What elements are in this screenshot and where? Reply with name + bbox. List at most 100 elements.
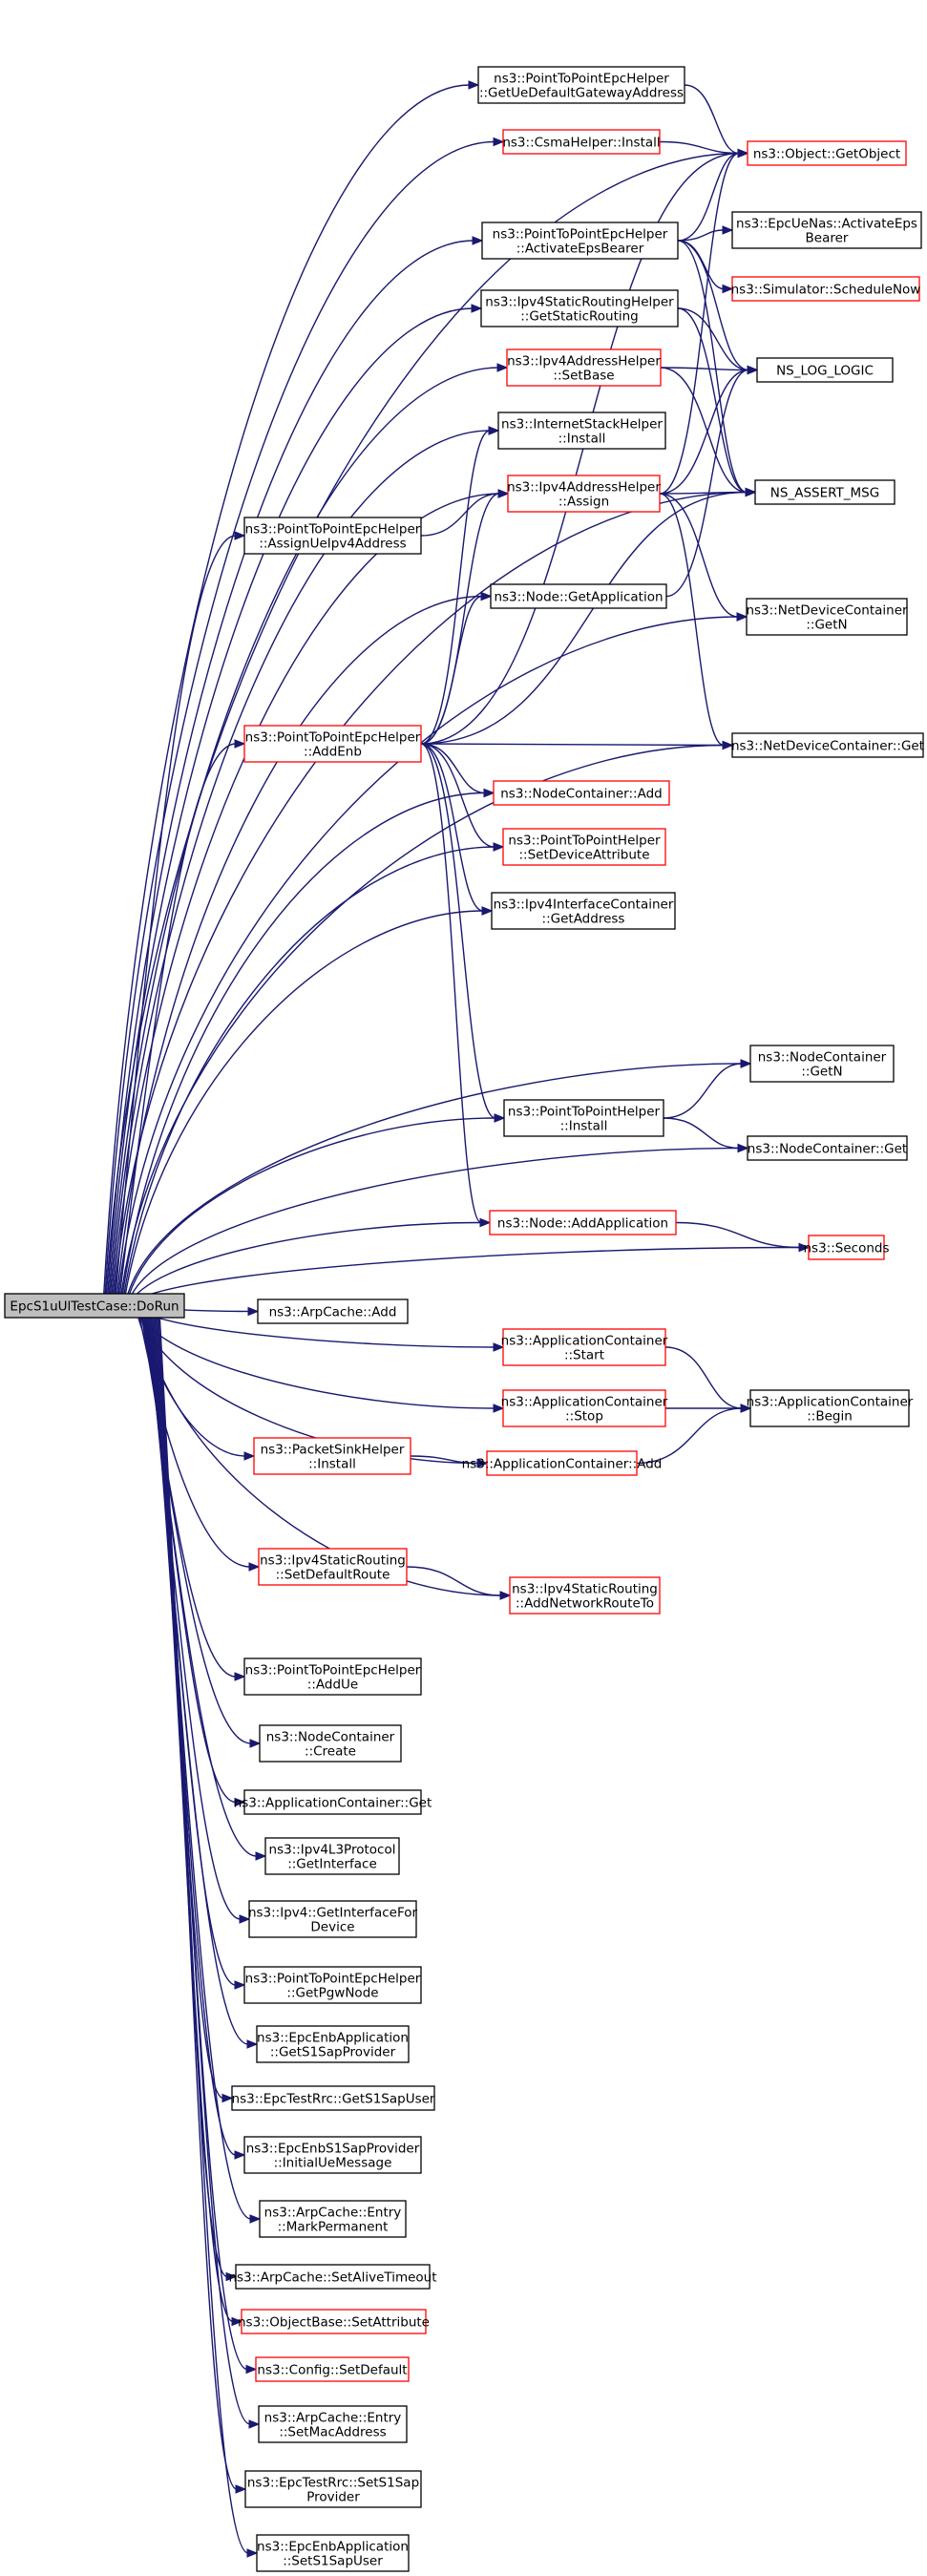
call-edge-ac_add-to-ac_begin <box>636 1404 752 1465</box>
node-p2p_assignue[interactable]: ns3::PointToPointEpcHelper::AssignUeIpv4… <box>243 517 422 555</box>
node-arp_setalive[interactable]: ns3::ArpCache::SetAliveTimeout <box>228 2264 437 2290</box>
node-enbapp_sets1sapuser[interactable]: ns3::EpcEnbApplication::SetS1SapUser <box>256 2534 410 2572</box>
node-box <box>259 2200 407 2238</box>
node-rrc_gets1sapuser[interactable]: ns3::EpcTestRrc::GetS1SapUser <box>231 2085 435 2111</box>
node-enbs1_initue[interactable]: ns3::EpcEnbS1SapProvider::InitialUeMessa… <box>243 2136 422 2174</box>
node-ac_add[interactable]: ns3::ApplicationContainer::Add <box>462 1450 663 1476</box>
node-label-line: ns3::PointToPointEpcHelper <box>245 1663 421 1679</box>
arrowhead <box>722 225 734 235</box>
node-box <box>731 732 924 758</box>
node-label-line: ns3::Config::SetDefault <box>257 2363 407 2378</box>
node-psh_install[interactable]: ns3::PacketSinkHelper::Install <box>253 1437 411 1475</box>
node-ipv4addr_assign[interactable]: ns3::Ipv4AddressHelper::Assign <box>507 475 661 513</box>
node-label-line: Bearer <box>806 231 849 246</box>
arrowhead <box>736 612 748 622</box>
node-label-line: NS_LOG_LOGIC <box>776 364 874 379</box>
node-box <box>502 129 661 155</box>
node-box <box>509 1576 661 1615</box>
node-ndc_getn[interactable]: ns3::NetDeviceContainer::GetN <box>746 598 908 636</box>
call-edge-ipv4srh_getstatic-to-ns_assert_msg <box>677 307 757 497</box>
node-sim_schedulenow[interactable]: ns3::Simulator::ScheduleNow <box>731 276 921 302</box>
node-label-line: ns3::InternetStackHelper <box>501 417 663 433</box>
node-label-line: ns3::Object::GetObject <box>753 147 900 162</box>
node-config_setdefault[interactable]: ns3::Config::SetDefault <box>255 2356 410 2382</box>
node-p2p_addue[interactable]: ns3::PointToPointEpcHelper::AddUe <box>243 1658 422 1696</box>
arrowhead <box>248 1562 261 1572</box>
node-seconds[interactable]: ns3::Seconds <box>804 1235 890 1260</box>
node-box <box>503 1099 664 1137</box>
node-box <box>264 1837 400 1875</box>
node-nc_get[interactable]: ns3::NodeContainer::Get <box>747 1135 908 1161</box>
call-edge-root-to-rrc_sets1sap <box>157 1305 247 2494</box>
node-p2p_addenb[interactable]: ns3::PointToPointEpcHelper::AddEnb <box>243 725 422 763</box>
call-edge-p2p_addenb-to-ipv4addr_assign <box>420 489 510 745</box>
node-obj_getobject[interactable]: ns3::Object::GetObject <box>747 140 907 166</box>
node-label-line: ::GetS1SapProvider <box>270 2045 396 2060</box>
node-box <box>235 2264 431 2290</box>
call-edge-root-to-ndc_getn <box>116 612 748 1306</box>
call-edges <box>102 80 811 2558</box>
call-edge-p2ph_install-to-nc_getn <box>663 1059 752 1119</box>
node-label-line: ns3::ArpCache::Add <box>269 1305 397 1320</box>
node-label-line: ns3::PointToPointEpcHelper <box>493 227 668 243</box>
node-box <box>256 2534 410 2572</box>
node-root: EpcS1uUlTestCase::DoRun <box>4 1293 185 1319</box>
node-node_getapp[interactable]: ns3::Node::GetApplication <box>490 583 667 609</box>
node-ndc_get[interactable]: ns3::NetDeviceContainer::Get <box>731 732 924 758</box>
node-arpentry_markperm[interactable]: ns3::ArpCache::Entry::MarkPermanent <box>259 2200 407 2238</box>
node-p2p_getdefgw[interactable]: ns3::PointToPointEpcHelper::GetUeDefault… <box>477 66 685 104</box>
node-enbapp_gets1sap[interactable]: ns3::EpcEnbApplication::GetS1SapProvider <box>256 2025 410 2063</box>
node-ipv4ic_getaddr[interactable]: ns3::Ipv4InterfaceContainer::GetAddress <box>491 892 676 930</box>
arrowhead <box>249 2214 262 2224</box>
node-nc_add[interactable]: ns3::NodeContainer::Add <box>493 780 670 806</box>
node-ipv4sr_setdefroute[interactable]: ns3::Ipv4StaticRouting::SetDefaultRoute <box>258 1548 408 1586</box>
node-ipv4l3_getif[interactable]: ns3::Ipv4L3Protocol::GetInterface <box>264 1837 400 1875</box>
node-nc_create[interactable]: ns3::NodeContainer::Create <box>259 1724 402 1763</box>
node-ipv4srh_getstatic[interactable]: ns3::Ipv4StaticRoutingHelper::GetStaticR… <box>480 289 679 327</box>
call-edge-root-to-p2p_activate <box>106 236 484 1306</box>
node-p2ph_setdevattr[interactable]: ns3::PointToPointHelper::SetDeviceAttrib… <box>502 828 666 866</box>
arrowhead <box>246 2039 259 2049</box>
node-ac_start[interactable]: ns3::ApplicationContainer::Start <box>501 1328 668 1366</box>
arrowhead <box>248 2419 261 2429</box>
arrowhead <box>234 2150 246 2160</box>
node-arpentry_setmac[interactable]: ns3::ArpCache::Entry::SetMacAddress <box>258 2405 408 2443</box>
node-label-line: ::SetDeviceAttribute <box>518 848 649 863</box>
node-label-line: EpcS1uUlTestCase::DoRun <box>10 1299 179 1315</box>
node-ac_stop[interactable]: ns3::ApplicationContainer::Stop <box>501 1389 668 1427</box>
node-box <box>502 1389 666 1427</box>
node-label-line: ns3::NetDeviceContainer <box>746 603 908 619</box>
node-uenas_activate[interactable]: ns3::EpcUeNas::ActivateEpsBearer <box>731 211 922 249</box>
node-arpcache_add[interactable]: ns3::ArpCache::Add <box>257 1299 409 1324</box>
call-edge-root-to-p2ph_install <box>125 1113 506 1306</box>
node-ipv4addr_setbase[interactable]: ns3::Ipv4AddressHelper::SetBase <box>506 348 662 387</box>
node-csma_install[interactable]: ns3::CsmaHelper::Install <box>502 129 661 155</box>
call-nodes: EpcS1uUlTestCase::DoRunns3::PointToPoint… <box>4 66 924 2572</box>
node-box <box>754 479 895 505</box>
call-edge-p2p_activate-to-sim_schedulenow <box>677 240 734 294</box>
node-label-line: ns3::EpcEnbS1SapProvider <box>246 2142 420 2157</box>
node-label-line: ::Assign <box>558 495 609 510</box>
node-ac_get[interactable]: ns3::ApplicationContainer::Get <box>234 1789 432 1815</box>
node-p2p_activate[interactable]: ns3::PointToPointEpcHelper::ActivateEpsB… <box>481 222 679 260</box>
node-label-line: ns3::Ipv4StaticRouting <box>260 1553 406 1569</box>
node-ipv4sr_addnetroute[interactable]: ns3::Ipv4StaticRouting::AddNetworkRouteT… <box>509 1576 661 1615</box>
node-p2ph_install[interactable]: ns3::PointToPointHelper::Install <box>503 1099 664 1137</box>
node-label-line: ::ActivateEpsBearer <box>516 242 644 257</box>
node-ns_log_logic[interactable]: NS_LOG_LOGIC <box>756 357 894 383</box>
node-label-line: ns3::PointToPointEpcHelper <box>245 522 421 538</box>
node-objbase_setattr[interactable]: ns3::ObjectBase::SetAttribute <box>238 2309 430 2334</box>
node-box <box>244 2470 422 2508</box>
node-ac_begin[interactable]: ns3::ApplicationContainer::Begin <box>747 1389 914 1427</box>
node-label-line: ns3::EpcEnbApplication <box>257 2031 409 2046</box>
node-label-line: ::GetAddress <box>542 912 625 927</box>
call-edge-ipv4addr_assign-to-ndc_get <box>659 493 734 750</box>
node-p2p_getpgw[interactable]: ns3::PointToPointEpcHelper::GetPgwNode <box>243 1966 422 2004</box>
node-node_addapp[interactable]: ns3::Node::AddApplication <box>489 1210 677 1235</box>
node-ns_assert_msg[interactable]: NS_ASSERT_MSG <box>754 479 895 505</box>
node-inetstack_install[interactable]: ns3::InternetStackHelper::Install <box>497 412 666 450</box>
node-nc_getn[interactable]: ns3::NodeContainer::GetN <box>749 1045 895 1083</box>
node-label-line: ::InitialUeMessage <box>274 2156 392 2171</box>
